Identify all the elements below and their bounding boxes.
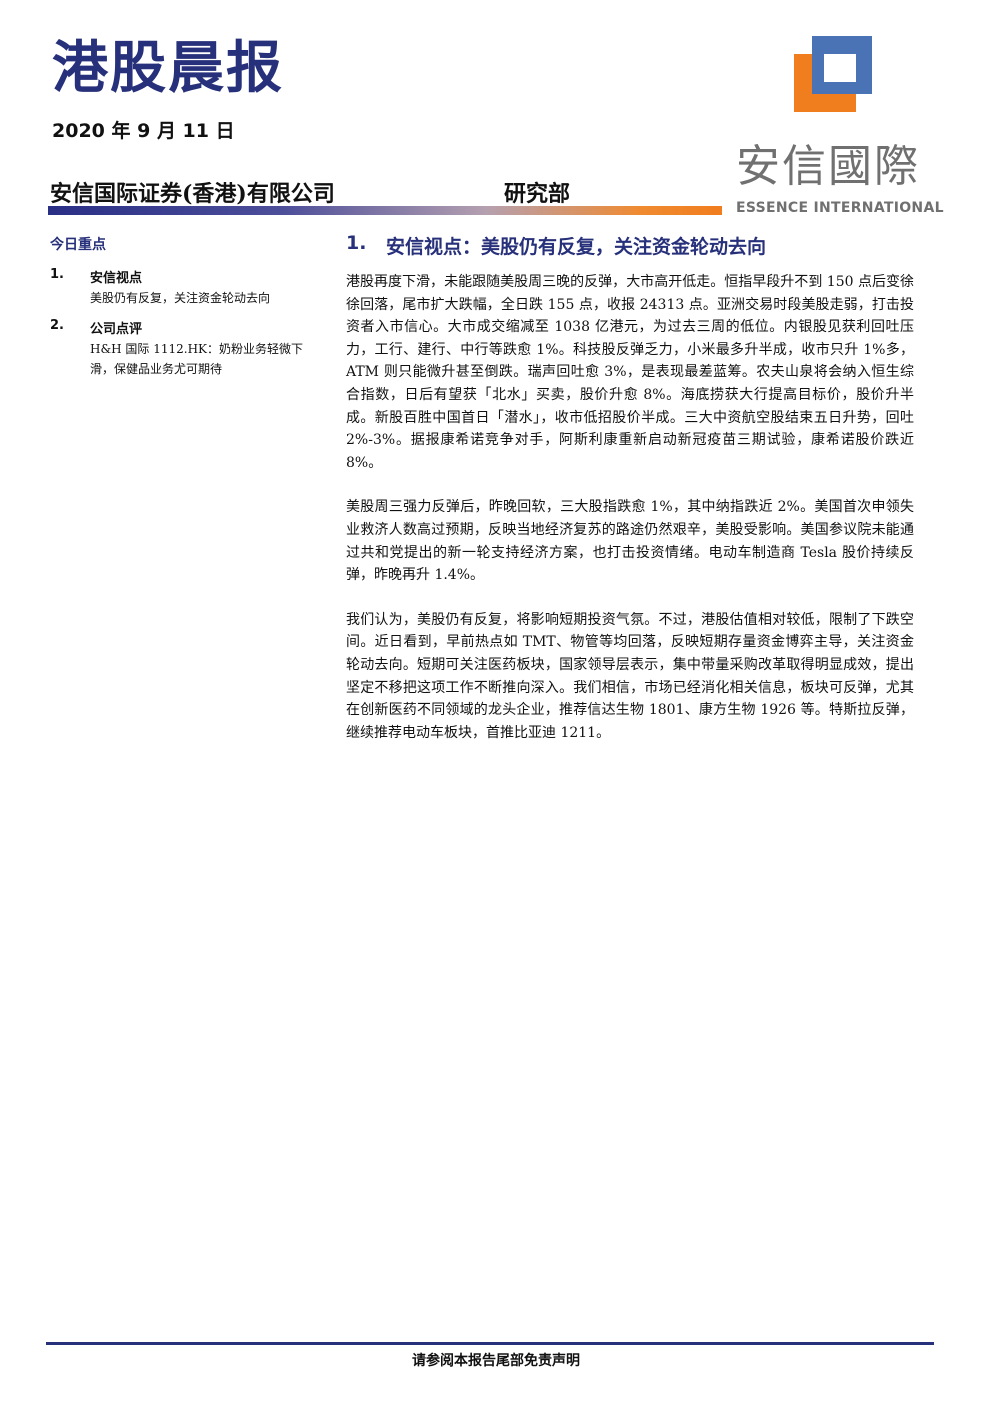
main-content: 1. 安信视点：美股仍有反复，关注资金轮动去向 港股再度下滑，未能跟随美股周三晚… <box>346 232 914 766</box>
paragraph: 我们认为，美股仍有反复，将影响短期投资气氛。不过，港股估值相对较低，限制了下跌空… <box>346 611 914 741</box>
report-title: 港股晨报 <box>52 35 284 101</box>
footer-divider <box>46 1342 934 1345</box>
sidebar-item-title: 安信视点 <box>90 271 143 286</box>
section-number: 1. <box>346 232 367 254</box>
header-gradient-bar <box>48 206 722 215</box>
sidebar-item-desc: 美股仍有反复，关注资金轮动去向 <box>90 291 271 305</box>
sidebar-item-desc: H&H 国际 1112.HK：奶粉业务轻微下滑，保健品业务尤可期待 <box>90 342 304 376</box>
essence-logo-icon <box>794 36 872 112</box>
report-date: 2020 年 9 月 11 日 <box>52 120 235 142</box>
sidebar-item: 2. 公司点评 H&H 国际 1112.HK：奶粉业务轻微下滑，保健品业务尤可期… <box>50 318 315 379</box>
sidebar-highlights: 今日重点 1. 安信视点 美股仍有反复，关注资金轮动去向 2. 公司点评 H&H… <box>50 234 315 389</box>
sidebar-heading: 今日重点 <box>50 237 106 253</box>
logo-chinese-text: 安信國際 <box>736 141 920 192</box>
sidebar-item-number: 1. <box>50 267 64 282</box>
section-heading: 1. 安信视点：美股仍有反复，关注资金轮动去向 <box>346 232 914 259</box>
footer-disclaimer: 请参阅本报告尾部免责声明 <box>412 1353 580 1369</box>
sidebar-item-title: 公司点评 <box>90 322 143 337</box>
paragraph: 港股再度下滑，未能跟随美股周三晚的反弹，大市高开低走。恒指早段升不到 150 点… <box>346 274 914 471</box>
paragraph: 美股周三强力反弹后，昨晚回软，三大股指跌愈 1%，其中纳指跌近 2%。美国首次申… <box>346 499 914 584</box>
sidebar-item: 1. 安信视点 美股仍有反复，关注资金轮动去向 <box>50 267 315 308</box>
company-name: 安信国际证券(香港)有限公司 <box>50 181 335 207</box>
section-title: 安信视点：美股仍有反复，关注资金轮动去向 <box>386 236 767 258</box>
department-name: 研究部 <box>504 181 571 207</box>
logo-english-text: ESSENCE INTERNATIONAL <box>736 200 944 216</box>
sidebar-item-number: 2. <box>50 318 64 333</box>
